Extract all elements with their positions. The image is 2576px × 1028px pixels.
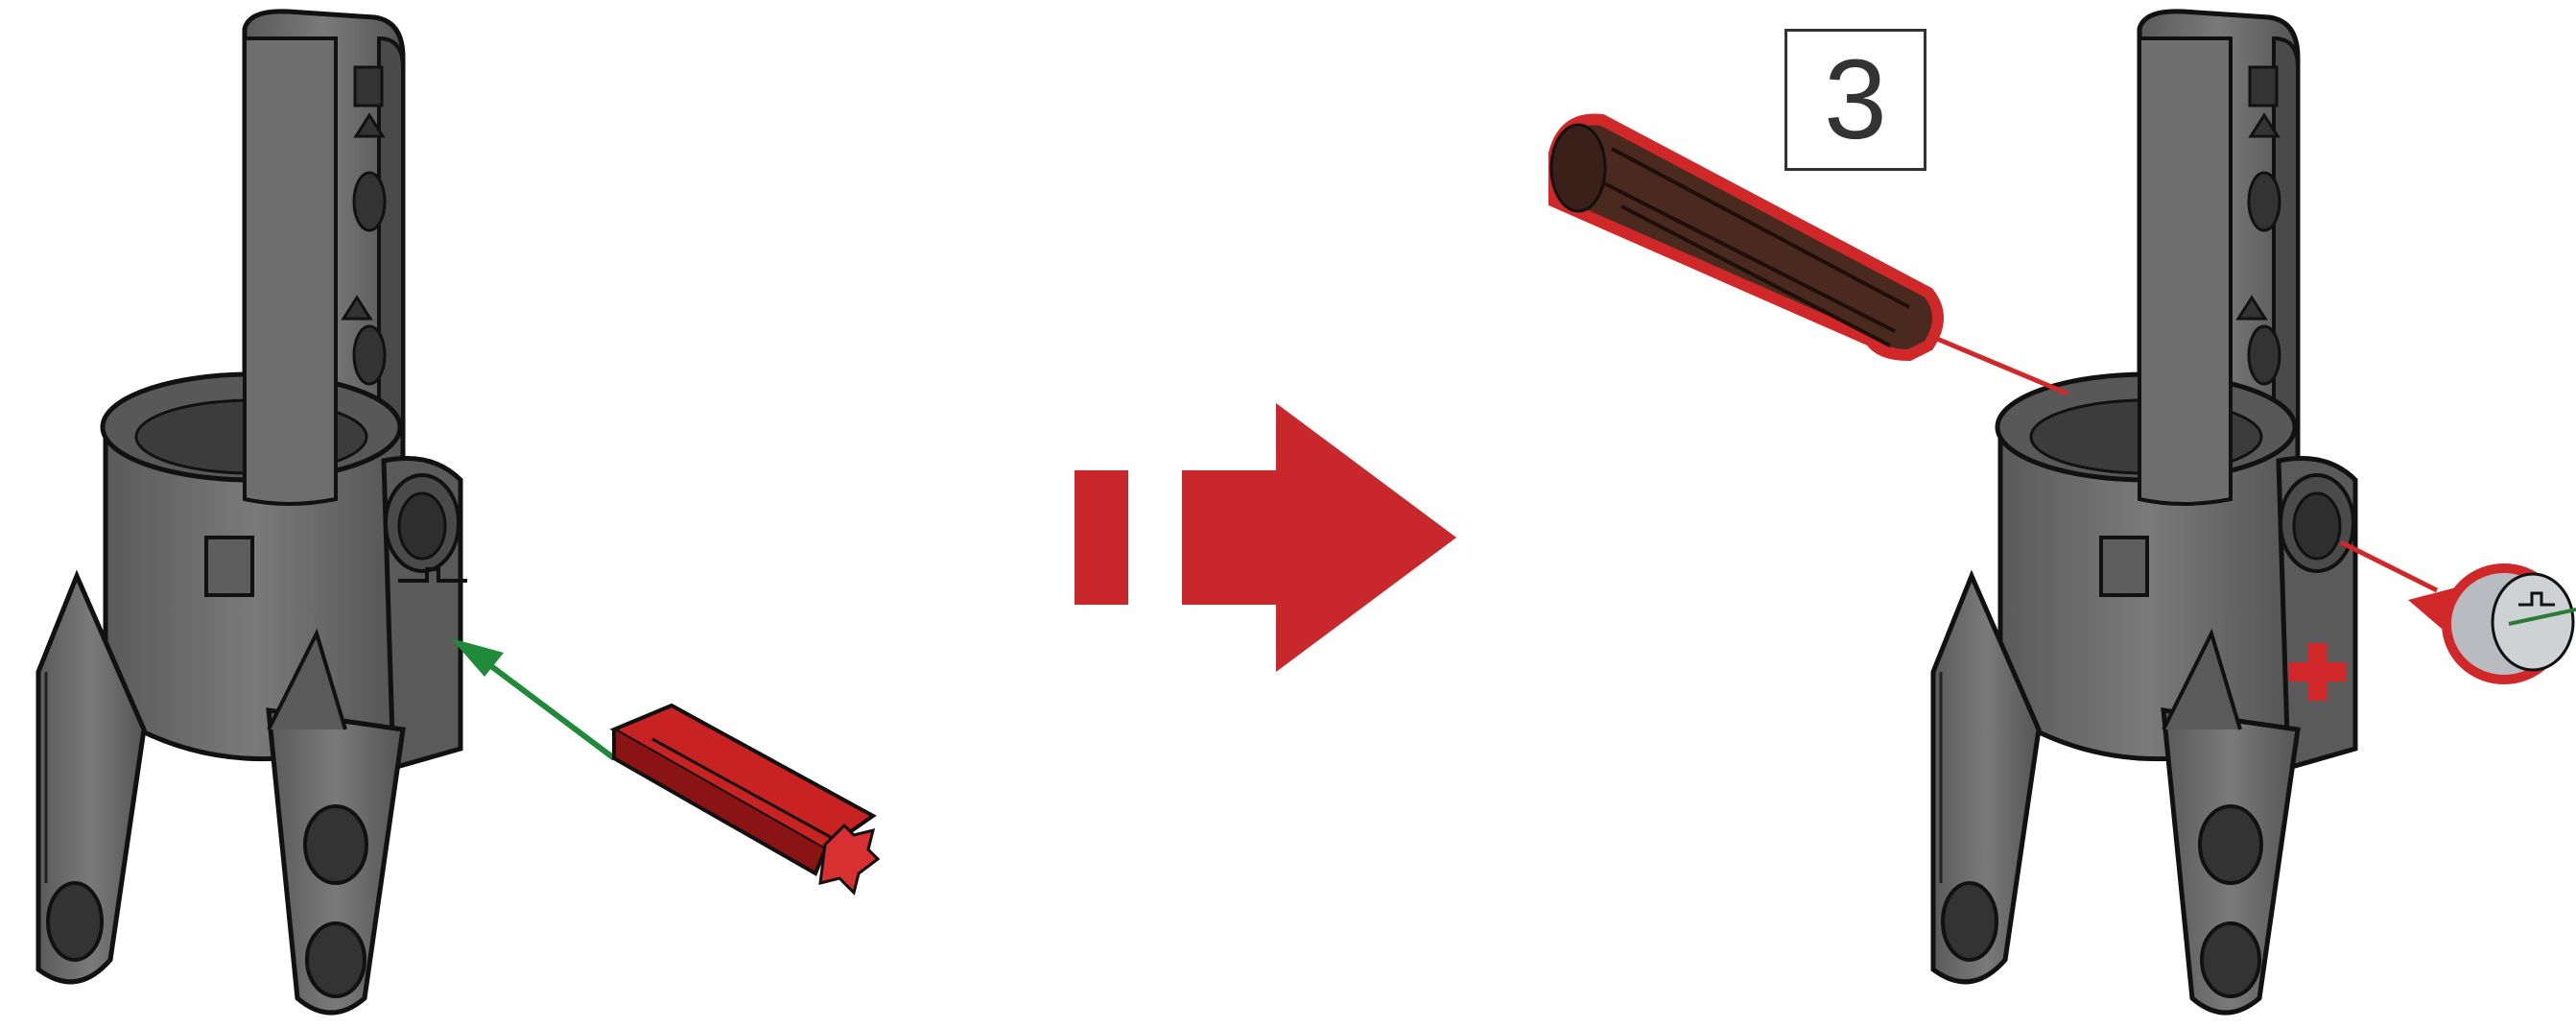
insert-arrow-icon (451, 638, 614, 758)
step-quantity-callout: 3 (1784, 29, 1926, 171)
bush-icon (2341, 542, 2576, 680)
right-assembly-icon (1933, 12, 2355, 1013)
step-quantity-label: 3 (1824, 43, 1887, 156)
step-transition-arrow-icon (1075, 403, 1456, 672)
left-assembly-icon (38, 12, 467, 1013)
axle-pin-icon (614, 705, 878, 893)
